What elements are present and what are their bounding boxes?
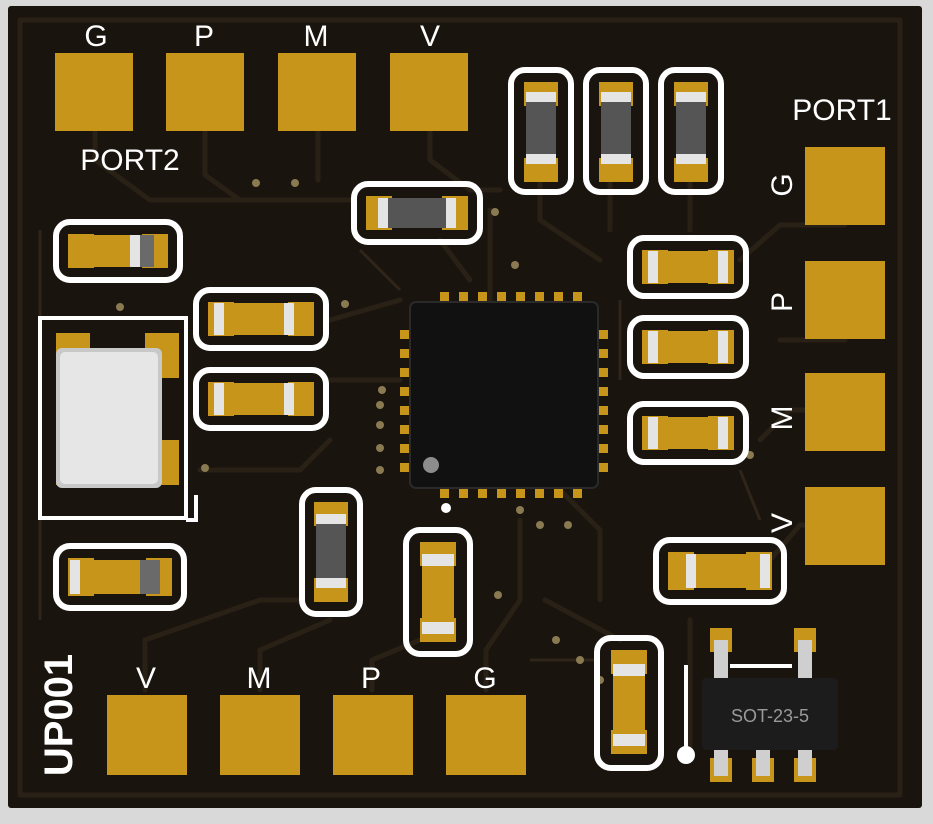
port2-pin-label: V: [420, 20, 440, 53]
capacitor-c10: [594, 635, 664, 771]
bottom-pad-p: [333, 695, 413, 775]
capacitor-c4: [627, 235, 749, 299]
port1-header: [805, 147, 885, 565]
port1-pin-label: G: [766, 173, 799, 196]
capacitor-c1: [53, 219, 183, 283]
bottom-pin-label: M: [247, 662, 272, 695]
port2-silkscreen: G P M V PORT2: [80, 20, 440, 177]
resistor-array-top: [508, 67, 724, 195]
capacitor-c2: [193, 287, 329, 351]
crystal-oscillator: [38, 316, 198, 522]
capacitor-c9: [653, 537, 787, 605]
port2-pin-label: G: [84, 20, 107, 53]
bottom-pad-m: [220, 695, 300, 775]
capacitor-c7: [403, 527, 473, 657]
port1-pad-g: [805, 147, 885, 225]
port2-pin-label: P: [194, 20, 214, 53]
port1-pad-v: [805, 487, 885, 565]
port1-pin-label: M: [766, 406, 799, 431]
copper-traces: [17, 17, 903, 798]
capacitor-c3: [193, 367, 329, 431]
port1-title: PORT1: [792, 94, 891, 127]
bottom-pin-label: V: [136, 662, 156, 695]
port2-header: [55, 53, 468, 131]
pin1-marker: [423, 457, 439, 473]
voltage-regulator: SOT-23-5: [677, 628, 838, 782]
port2-pad-v: [390, 53, 468, 131]
port1-pad-p: [805, 261, 885, 339]
port2-title: PORT2: [80, 144, 179, 177]
capacitor-c5: [627, 315, 749, 379]
resistor-r5: [299, 487, 363, 617]
port2-pad-g: [55, 53, 133, 131]
bottom-header: [107, 695, 526, 775]
port1-pin-label: V: [766, 513, 799, 533]
resistor-r4: [351, 181, 483, 245]
port1-silkscreen: PORT1 G P M V: [766, 94, 892, 533]
capacitor-c8: [53, 543, 187, 611]
resistor-r3: [658, 67, 724, 195]
capacitor-c6: [627, 401, 749, 465]
port2-pin-label: M: [304, 20, 329, 53]
bottom-pin-label: P: [361, 662, 381, 695]
port1-pad-m: [805, 373, 885, 451]
port2-pad-m: [278, 53, 356, 131]
bottom-pad-v: [107, 695, 187, 775]
port1-pin-label: P: [766, 292, 799, 312]
resistor-r2: [583, 67, 649, 195]
mcu-qfn-chip: [400, 292, 608, 513]
port2-pad-p: [166, 53, 244, 131]
bottom-pin-label: G: [473, 662, 496, 695]
resistor-r1: [508, 67, 574, 195]
bottom-silkscreen: V M P G: [136, 662, 497, 695]
board-label: UP001: [37, 654, 81, 776]
bottom-pad-g: [446, 695, 526, 775]
regulator-package-label: SOT-23-5: [731, 706, 809, 726]
